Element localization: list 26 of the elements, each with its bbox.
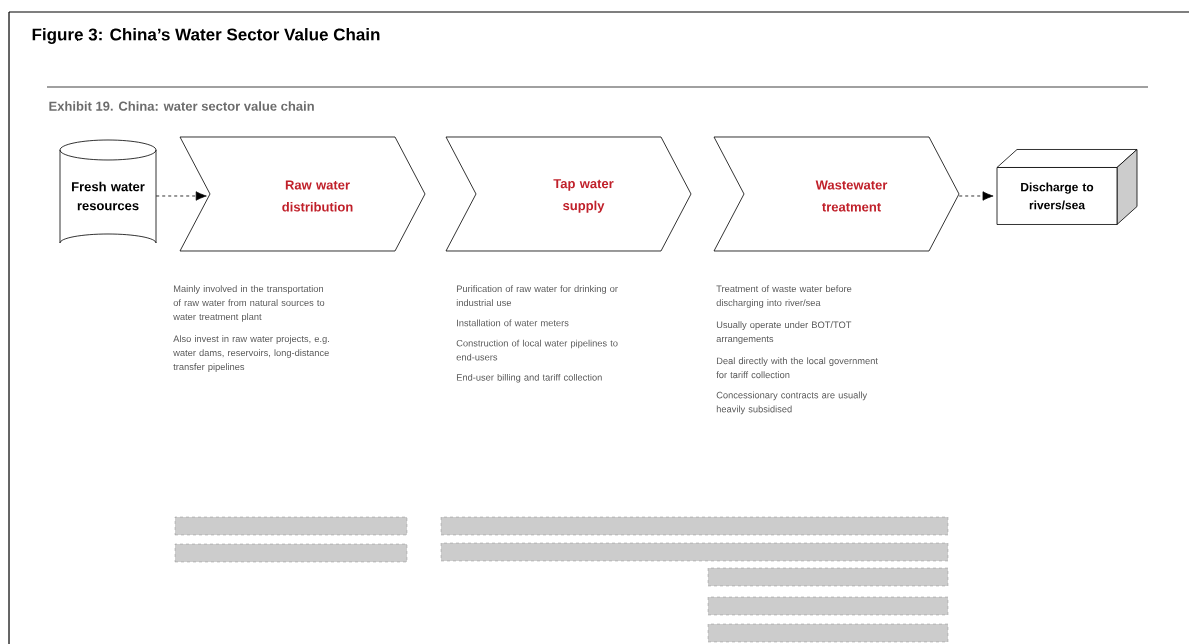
company-bar bbox=[707, 567, 949, 587]
company-bar bbox=[440, 542, 949, 562]
description-text: Purification of raw water for drinking or industrial use bbox=[456, 285, 618, 307]
description-text: Deal directly with the local government for tariff collection bbox=[716, 357, 878, 379]
description-text: Construction of local water pipelines to end-users bbox=[456, 339, 618, 361]
cube-box: Discharge to rivers/sea bbox=[996, 149, 1138, 225]
description-text: End-user billing and tariff collection bbox=[457, 373, 602, 383]
description-text: Usually operate under BOT/TOT arrangements bbox=[716, 321, 852, 344]
description-text: Installation of water meters bbox=[457, 319, 569, 327]
storage-cylinder: Fresh water resources bbox=[59, 139, 157, 244]
company-bar bbox=[707, 623, 949, 643]
process-step-box: Wastewater treatment bbox=[713, 136, 960, 252]
arrow bbox=[155, 191, 207, 201]
description-text: Also invest in raw water projects, e.g. water dams, reservoirs, long-distance transfer pipelines bbox=[173, 335, 329, 372]
company-bar bbox=[174, 516, 408, 536]
company-bar bbox=[707, 596, 949, 616]
company-bar bbox=[440, 516, 949, 536]
exhibit-heading: Exhibit 19. China: water sector value chain bbox=[49, 101, 314, 111]
process-step-box: Tap water supply bbox=[445, 136, 692, 252]
description-text: Treatment of waste water before discharging into river/sea bbox=[716, 285, 852, 308]
description-text: Mainly involved in the transportation of raw water from natural sources to water treatment plant bbox=[173, 285, 325, 322]
description-text: Concessionary contracts are usually heavily subsidised bbox=[716, 391, 868, 415]
company-bar bbox=[174, 543, 408, 563]
arrow bbox=[958, 191, 994, 201]
title: Figure 3: China’s Water Sector Value Chain bbox=[32, 28, 380, 44]
process-step-box: Raw water distribution bbox=[179, 136, 426, 252]
